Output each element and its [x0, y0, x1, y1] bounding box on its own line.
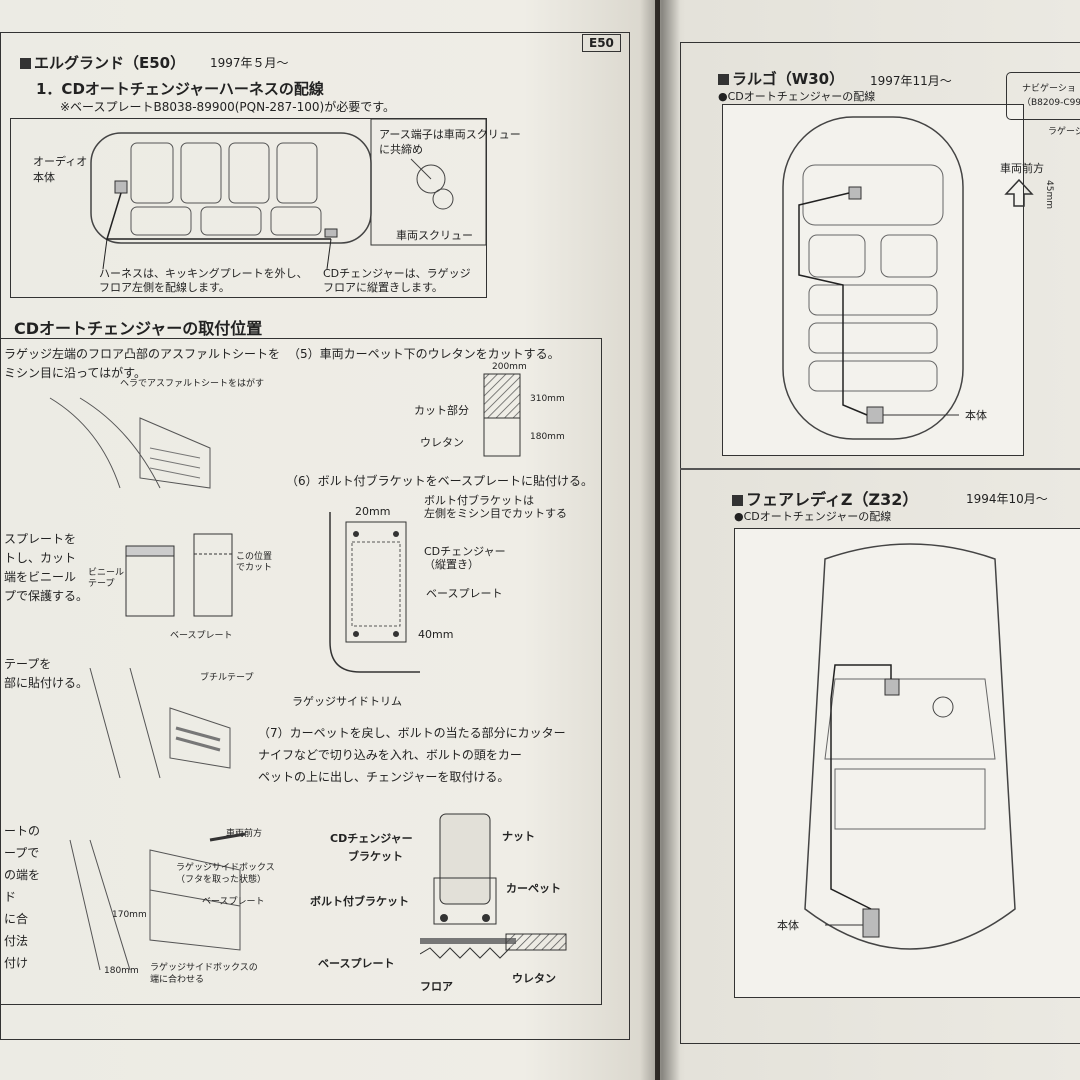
fairlady-car-top: [804, 543, 1016, 950]
page-tag: E50: [582, 34, 621, 52]
section-divider: [680, 468, 1080, 470]
cut-height-top: 310mm: [530, 394, 565, 404]
cut-height-bottom: 180mm: [530, 432, 565, 442]
bracket-figure: [329, 512, 420, 673]
earth-note: アース端子は車両スクリューに共締め: [379, 128, 521, 156]
plate-figure: [125, 533, 233, 617]
dim-45: 45mm: [1044, 180, 1054, 209]
luggage-box-figure: [69, 832, 246, 971]
mount-figure: [420, 813, 567, 959]
changer-placement-note: CDチェンジャーは、ラゲッジフロアに縦置きします。: [323, 267, 471, 294]
screw-label: 車両スクリュー: [396, 229, 473, 242]
mount-floor-label: フロア: [420, 980, 453, 993]
fairlady-sub: ●CDオートチェンジャーの配線: [734, 510, 892, 523]
step5: （5）車両カーペット下のウレタンをカットする。: [288, 347, 560, 361]
luggage-cut-label: ラゲージ: [1048, 127, 1080, 137]
van-top-view: [90, 119, 486, 270]
right-page-frame: [680, 42, 1080, 1044]
butyl-tape-label: ブチルテープ: [200, 673, 254, 683]
mount-bolt-bracket-label: ボルト付ブラケット: [310, 895, 409, 908]
right-page: ラルゴ（W30） 1997年11月～ ●CDオートチェンジャーの配線 本体 ナビ…: [660, 0, 1080, 1080]
fairlady-date: 1994年10月～: [966, 492, 1048, 506]
mount-bracket-label: ブラケット: [348, 850, 403, 863]
largo-unit-label: 本体: [965, 409, 987, 422]
side-box-label: ラゲッジサイドボックス（フタを取った状態）: [176, 863, 275, 885]
bracket-baseplate-label: ベースプレート: [426, 587, 503, 600]
largo-title: ラルゴ（W30）: [718, 68, 844, 89]
section1-title: 1．CDオートチェンジャーハーネスの配線: [36, 80, 324, 98]
up-arrow-icon: [1004, 178, 1034, 207]
fairlady-unit-label: 本体: [777, 919, 799, 932]
luggage-baseplate-label: ベースプレート: [202, 897, 265, 907]
section1-note: ※ベースプレートB8038-89900(PQN-287-100)が必要です。: [60, 100, 396, 114]
align-note: ラゲッジサイドボックスの端に合わせる: [150, 963, 258, 985]
step6: （6）ボルト付ブラケットをベースプレートに貼付ける。: [286, 474, 594, 488]
cut-here-label: この位置でカット: [236, 552, 273, 573]
asphalt-sheet-figure: [49, 397, 211, 489]
dim-170: 170mm: [112, 910, 147, 920]
wiring-diagram-box: オーディオ本体 アース端子は車両スクリューに共締め 車両スクリュー ハーネスは、…: [10, 118, 521, 298]
cut-figure: [483, 373, 521, 457]
mount-changer-label: CDチェンジャー: [330, 832, 413, 845]
cut-protect-text: スプレートをトし、カット端をビニールプで保護する。: [4, 532, 89, 603]
section2-title: CDオートチェンジャーの取付位置: [14, 319, 263, 338]
dim-180: 180mm: [104, 966, 139, 976]
navi-note: ナビゲーショ（B8209-C991: [1022, 84, 1080, 108]
fairlady-diagram: 本体: [734, 528, 1080, 998]
largo-diagram: 本体: [722, 104, 1024, 456]
step-intro: ラゲッジ左端のフロア凸部のアスファルトシートをミシン目に沿ってはがす。: [4, 347, 281, 380]
left-page: E50 エルグランド（E50） 1997年５月～ 1．CDオートチェンジャーハー…: [0, 0, 655, 1080]
largo-sub: ●CDオートチェンジャーの配線: [718, 90, 876, 103]
audio-unit-label: オーディオ本体: [33, 155, 88, 184]
spatula-note: ヘラでアスファルトシートをはがす: [120, 379, 265, 389]
cut-lines-text: ートのープでの端をドに合付法付け: [4, 824, 41, 970]
mount-nut-label: ナット: [502, 830, 535, 843]
fairlady-title: フェアレディZ（Z32）: [732, 486, 918, 510]
bracket-dim-bottom: 40mm: [418, 628, 454, 641]
largo-date: 1997年11月～: [870, 74, 952, 88]
book-gutter: [640, 0, 680, 1080]
largo-car-top: [782, 116, 964, 440]
plate-fig-baseplate: ベースプレート: [170, 631, 233, 641]
right-vehicle-front: 車両前方: [1000, 162, 1044, 175]
harness-note: ハーネスは、キッキングプレートを外し、フロア左側を配線します。: [99, 267, 308, 294]
butyl-tape-figure: [89, 668, 231, 779]
bracket-dim-top: 20mm: [355, 505, 391, 518]
luggage-trim-label: ラゲッジサイドトリム: [292, 695, 402, 708]
mount-baseplate-label: ベースプレート: [318, 957, 395, 970]
bracket-changer-label: CDチェンジャー（縦置き）: [424, 545, 506, 571]
tape-text: テープを部に貼付ける。: [4, 657, 89, 690]
cut-width: 200mm: [492, 362, 527, 372]
bracket-note: ボルト付ブラケットは左側をミシン目でカットする: [424, 494, 567, 520]
model-title: エルグランド（E50）: [20, 52, 185, 73]
step7: （7）カーペットを戻し、ボルトの当たる部分にカッターナイフなどで切り込みを入れ、…: [258, 726, 566, 784]
navi-box: [1006, 72, 1080, 120]
install-position-box: [0, 338, 602, 1005]
model-date: 1997年５月～: [210, 56, 289, 70]
mount-urethane-label: ウレタン: [512, 972, 556, 985]
urethane-label: ウレタン: [420, 436, 464, 449]
mount-carpet-label: カーペット: [506, 882, 561, 895]
vinyl-tape-label: ビニールテープ: [88, 568, 125, 589]
cut-part-label: カット部分: [414, 404, 469, 417]
